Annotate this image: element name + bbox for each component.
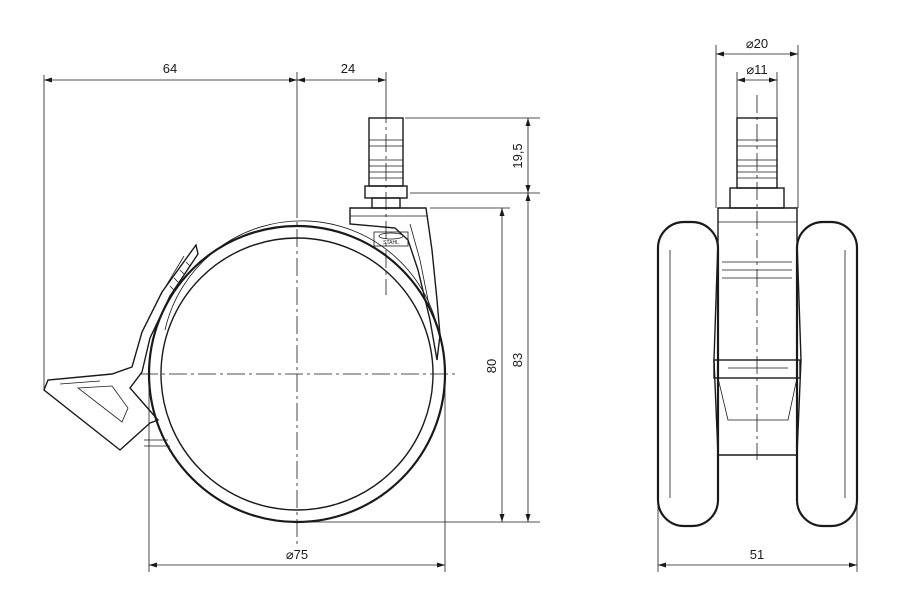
front-right-wheel: [795, 220, 859, 528]
dim-diameter-75: ⌀75: [148, 374, 446, 572]
dim-label-20: ⌀20: [746, 36, 768, 51]
svg-text:STAHL: STAHL: [383, 240, 399, 246]
dim-diameter-11: ⌀11: [736, 62, 778, 118]
side-view: STAHL 64 24: [43, 61, 540, 572]
fork-housing-inner: [409, 223, 431, 311]
front-housing: [713, 207, 802, 456]
front-stem: [729, 117, 785, 209]
dim-label-83: 83: [510, 353, 525, 367]
dim-label-19-5: 19,5: [510, 143, 525, 168]
dim-64: 64: [43, 61, 298, 390]
dim-80: 80: [297, 207, 540, 523]
front-brake-block: [713, 359, 801, 379]
front-left-wheel: [656, 220, 720, 528]
wheel-inner-circle: [160, 237, 434, 511]
front-view: ⌀20 ⌀11 51: [656, 36, 859, 572]
dim-label-75: ⌀75: [286, 547, 308, 562]
dim-19-5: 19,5: [405, 117, 540, 194]
dim-label-64: 64: [163, 61, 177, 76]
fork-housing: [349, 207, 441, 361]
brand-logo: STAHL: [373, 231, 409, 247]
dim-label-51: 51: [750, 547, 764, 562]
dim-label-80: 80: [484, 359, 499, 373]
wheel-hub-arc: [164, 220, 441, 341]
dim-51: 51: [657, 470, 858, 572]
dim-83: 83: [510, 193, 531, 522]
side-stem: [364, 117, 408, 209]
dim-label-24: 24: [341, 61, 355, 76]
brake-pedal: [43, 243, 199, 451]
dim-diameter-20: ⌀20: [715, 36, 799, 208]
dim-label-11: ⌀11: [746, 62, 767, 77]
dim-24: 24: [297, 61, 387, 105]
